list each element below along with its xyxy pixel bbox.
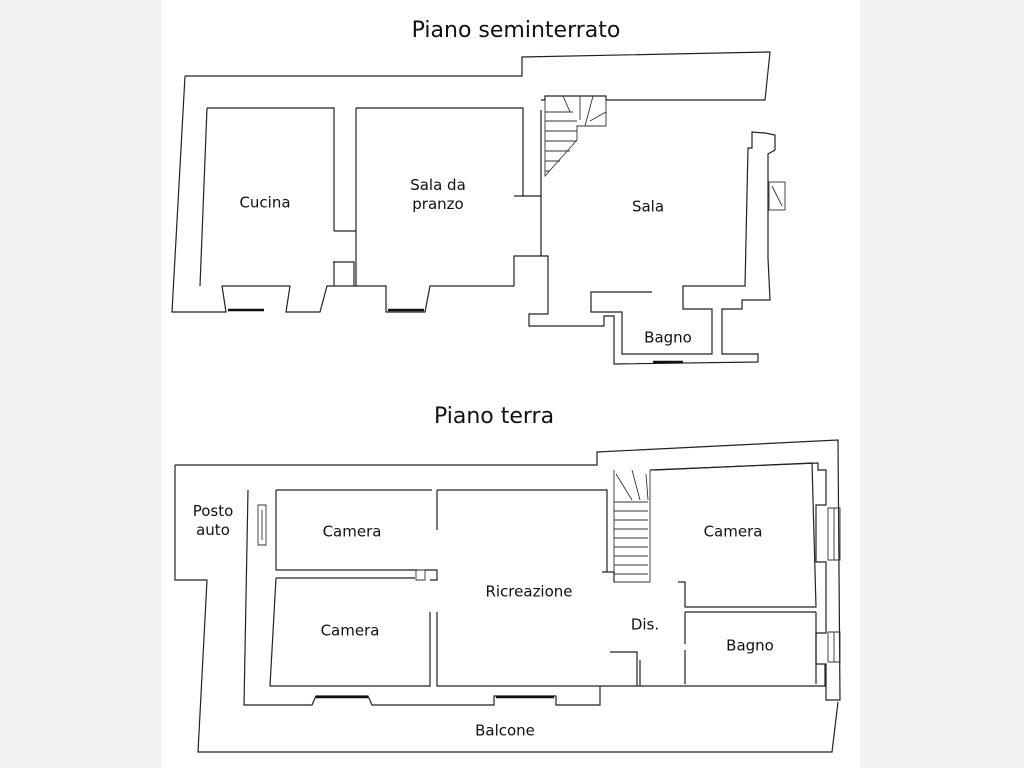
floor-title-ground: Piano terra [433, 404, 555, 429]
window [257, 504, 267, 546]
room-label-camera-top-left: Camera [322, 522, 382, 541]
basement-plan [171, 51, 786, 365]
dis-corridor-wall [602, 571, 641, 686]
room-label-sala-da-pranzo: Sala da pranzo [410, 176, 466, 213]
camera-bottom-left-wall [269, 577, 431, 687]
floor-title-basement: Piano seminterrato [411, 18, 621, 43]
camera-top-left-wall [275, 489, 438, 581]
bagno-ground-wall [684, 612, 817, 684]
window [827, 507, 841, 561]
room-label-bagno-ground: Bagno [726, 636, 774, 655]
room-label-cucina: Cucina [239, 193, 291, 212]
room-label-bagno-basement: Bagno [644, 328, 692, 347]
camera-right-wall [654, 462, 817, 613]
room-label-posto-auto: Posto auto [192, 502, 234, 539]
window [771, 185, 783, 207]
room-label-sala: Sala [631, 197, 665, 216]
floor-plan-sheet [162, 0, 860, 768]
ground-floor-plan [174, 439, 841, 753]
basement-partition [334, 110, 542, 232]
ricreazione-wall [436, 489, 608, 687]
basement-outer-wall [171, 51, 776, 365]
room-label-camera-bottom-left: Camera [320, 621, 380, 640]
room-label-camera-right: Camera [703, 522, 763, 541]
column [415, 569, 426, 581]
room-label-balcone: Balcone [475, 721, 535, 740]
ground-stairs [613, 469, 651, 583]
room-label-ricreazione: Ricreazione [485, 582, 573, 601]
room-label-dis: Dis. [630, 615, 660, 634]
cucina-room-wall [199, 107, 335, 287]
window [827, 631, 841, 663]
ground-outer-wall [174, 439, 841, 753]
basement-stairs [544, 95, 607, 178]
window [768, 181, 786, 211]
